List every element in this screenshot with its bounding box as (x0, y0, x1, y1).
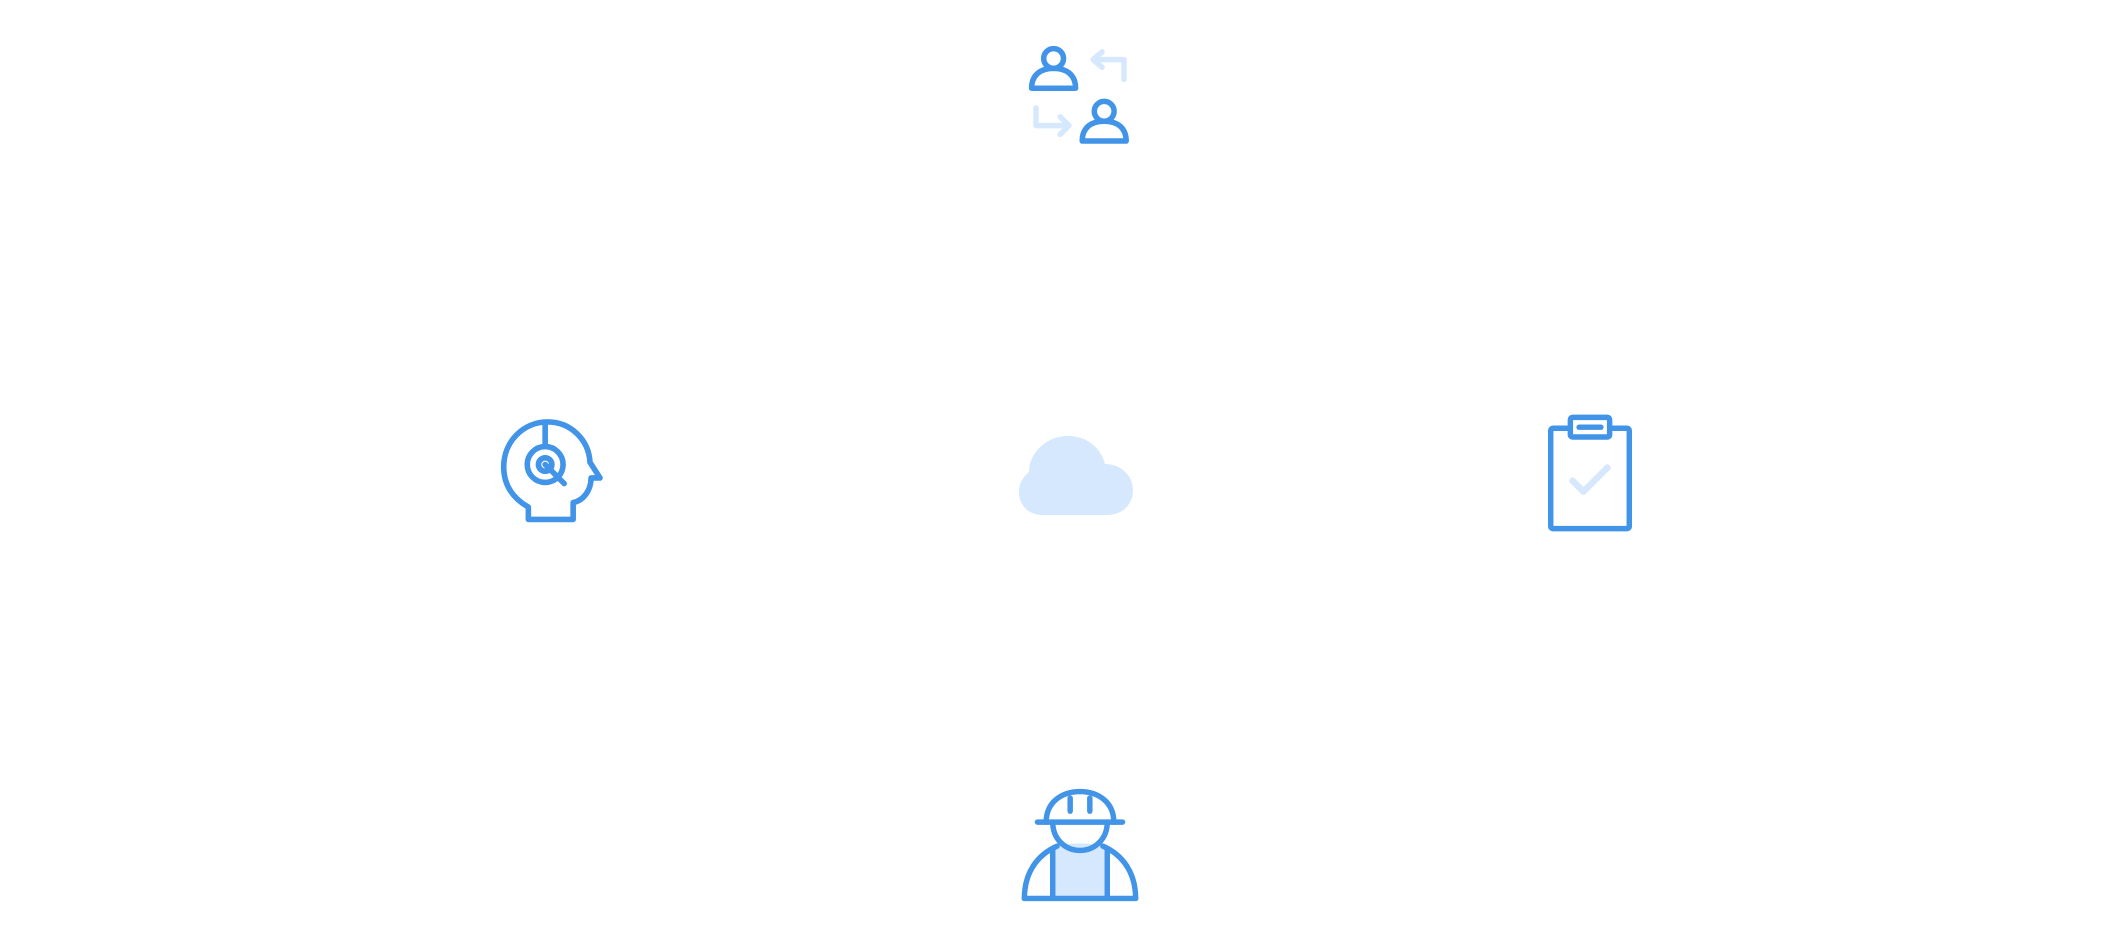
user-exchange-icon (1025, 42, 1135, 152)
construction-worker-icon (1020, 785, 1140, 905)
clipboard-check-icon (1545, 413, 1635, 533)
cloud-icon (1015, 420, 1145, 530)
head-idea-icon (497, 413, 609, 525)
